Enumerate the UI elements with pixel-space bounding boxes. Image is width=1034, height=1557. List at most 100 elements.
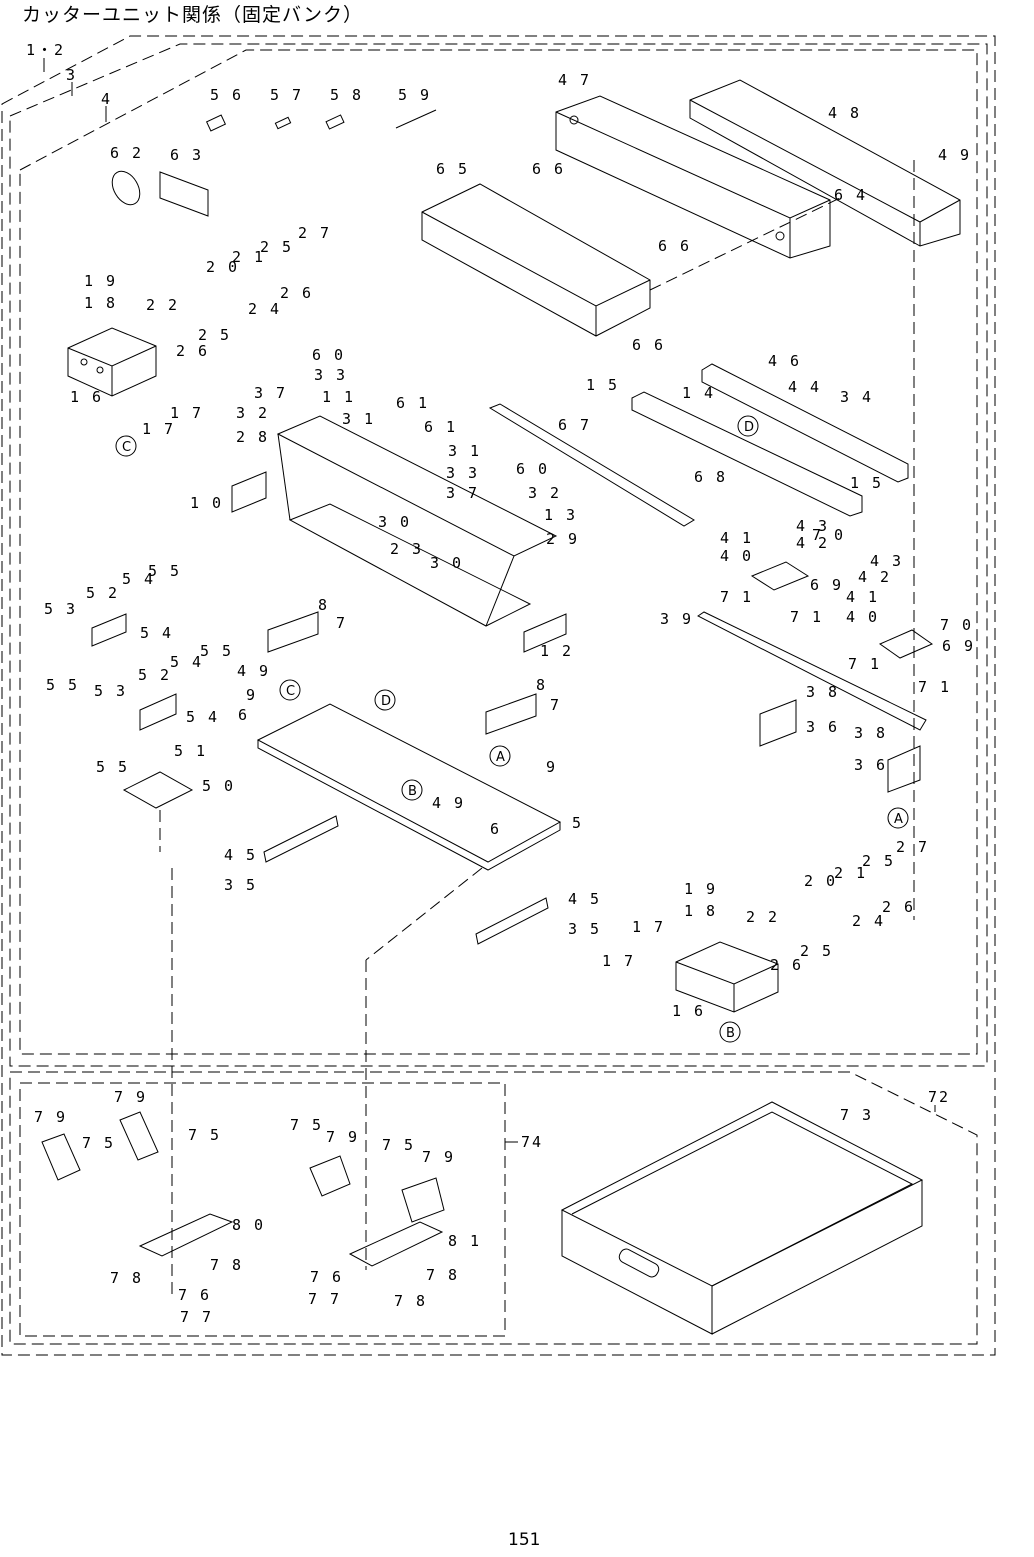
callout-label: 7 1 <box>848 655 881 673</box>
svg-text:C: C <box>286 684 295 699</box>
callout-label: 5 5 <box>200 642 233 660</box>
group-label-74: 74 <box>521 1133 543 1151</box>
callout-label: 1 8 <box>84 294 117 312</box>
callout-label: 2 4 <box>852 912 885 930</box>
callout-label: 7 0 <box>940 616 973 634</box>
callout-label: 7 7 <box>308 1290 341 1308</box>
page-title: カッターユニット関係（固定バンク） <box>22 4 363 26</box>
callout-label: 5 4 <box>122 570 155 588</box>
callout-label: 5 9 <box>398 86 431 104</box>
callout-label: 6 <box>490 820 501 838</box>
callout-label: 4 9 <box>432 794 465 812</box>
part-cylinder-52-upper <box>91 613 127 647</box>
part-rod-59 <box>395 109 437 129</box>
callout-label: 7 9 <box>326 1128 359 1146</box>
callout-label: 9 <box>546 758 557 776</box>
callout-label: 1 9 <box>684 880 717 898</box>
part-bracket-79-a <box>41 1133 81 1181</box>
callout-label: 7 8 <box>110 1269 143 1287</box>
callout-label: 7 5 <box>382 1136 415 1154</box>
callout-label: 5 4 <box>170 653 203 671</box>
svg-text:D: D <box>381 694 391 709</box>
callout-label: 2 2 <box>746 908 779 926</box>
callout-label: 5 5 <box>96 758 129 776</box>
callout-label: 7 5 <box>188 1126 221 1144</box>
callout-label: 2 3 <box>390 540 423 558</box>
callout-label: 2 6 <box>280 284 313 302</box>
group-label-72: 72 <box>928 1088 950 1106</box>
callout-label: 7 3 <box>840 1106 873 1124</box>
frame-group-74 <box>19 1082 506 1337</box>
part-fitting-56 <box>205 114 227 132</box>
part-bar-45-right <box>475 897 549 945</box>
reference-letter-b: B <box>401 779 423 801</box>
callout-label: 5 0 <box>202 777 235 795</box>
callout-label: 3 5 <box>568 920 601 938</box>
callout-label: 6 6 <box>532 160 565 178</box>
callout-label: 2 2 <box>146 296 179 314</box>
callout-label: 2 1 <box>232 248 265 266</box>
callout-label: 6 2 <box>110 144 143 162</box>
callout-label: 6 6 <box>658 237 691 255</box>
reference-letter-b: B <box>719 1021 741 1043</box>
callout-label: 5 2 <box>86 584 119 602</box>
callout-label: 3 0 <box>430 554 463 572</box>
callout-label: 1 2 <box>540 642 573 660</box>
part-block-36-left <box>759 699 797 747</box>
part-tray-73 <box>560 1101 924 1335</box>
callout-label: 3 4 <box>840 388 873 406</box>
part-top-frame-47 <box>555 95 831 259</box>
callout-label: 5 3 <box>44 600 77 618</box>
callout-label: 4 2 <box>796 534 829 552</box>
svg-text:A: A <box>894 812 903 827</box>
reference-letter-c: C <box>115 435 137 457</box>
callout-label: 2 4 <box>248 300 281 318</box>
callout-label: 7 0 <box>812 526 845 544</box>
callout-label: 6 0 <box>312 346 345 364</box>
callout-label: 3 7 <box>446 484 479 502</box>
callout-label: 8 <box>536 676 547 694</box>
callout-label: 2 9 <box>546 530 579 548</box>
callout-label: 5 4 <box>186 708 219 726</box>
callout-label: 4 3 <box>870 552 903 570</box>
callout-label: 7 1 <box>918 678 951 696</box>
callout-label: 4 6 <box>768 352 801 370</box>
part-plate-81 <box>348 1221 444 1267</box>
callout-label: 7 1 <box>720 588 753 606</box>
callout-label: 2 6 <box>176 342 209 360</box>
callout-label: 3 5 <box>224 876 257 894</box>
callout-label: 5 5 <box>148 562 181 580</box>
part-mid-frame <box>276 415 558 627</box>
callout-label: 6 4 <box>834 186 867 204</box>
callout-label: 4 4 <box>788 378 821 396</box>
part-top-frame-48 <box>689 79 961 247</box>
group-label-1-2: 1・2 <box>26 41 65 59</box>
svg-text:A: A <box>496 750 505 765</box>
svg-text:D: D <box>744 420 754 435</box>
callout-label: 3 6 <box>806 718 839 736</box>
callout-label: 7 9 <box>114 1088 147 1106</box>
callout-label: 1 8 <box>684 902 717 920</box>
part-bracket-79-c <box>309 1155 351 1197</box>
group-label-3: 3 <box>66 66 77 84</box>
callout-label: 4 8 <box>828 104 861 122</box>
frame-group-72 <box>9 1071 978 1345</box>
callout-label: 3 3 <box>314 366 347 384</box>
callout-label: 2 0 <box>206 258 239 276</box>
callout-label: 4 7 <box>558 71 591 89</box>
callout-label: 2 5 <box>862 852 895 870</box>
callout-label: 2 1 <box>834 864 867 882</box>
callout-label: 1 7 <box>170 404 203 422</box>
reference-letter-d: D <box>374 689 396 711</box>
callout-label: 8 1 <box>448 1232 481 1250</box>
callout-label: 2 0 <box>804 872 837 890</box>
callout-label: 6 3 <box>170 146 203 164</box>
callout-label: 5 7 <box>270 86 303 104</box>
callout-label: 6 1 <box>396 394 429 412</box>
callout-label: 1 7 <box>602 952 635 970</box>
callout-label: 6 9 <box>810 576 843 594</box>
callout-label: 3 9 <box>660 610 693 628</box>
part-bracket-79-d <box>401 1177 445 1223</box>
part-base-plate-5 <box>256 703 562 871</box>
